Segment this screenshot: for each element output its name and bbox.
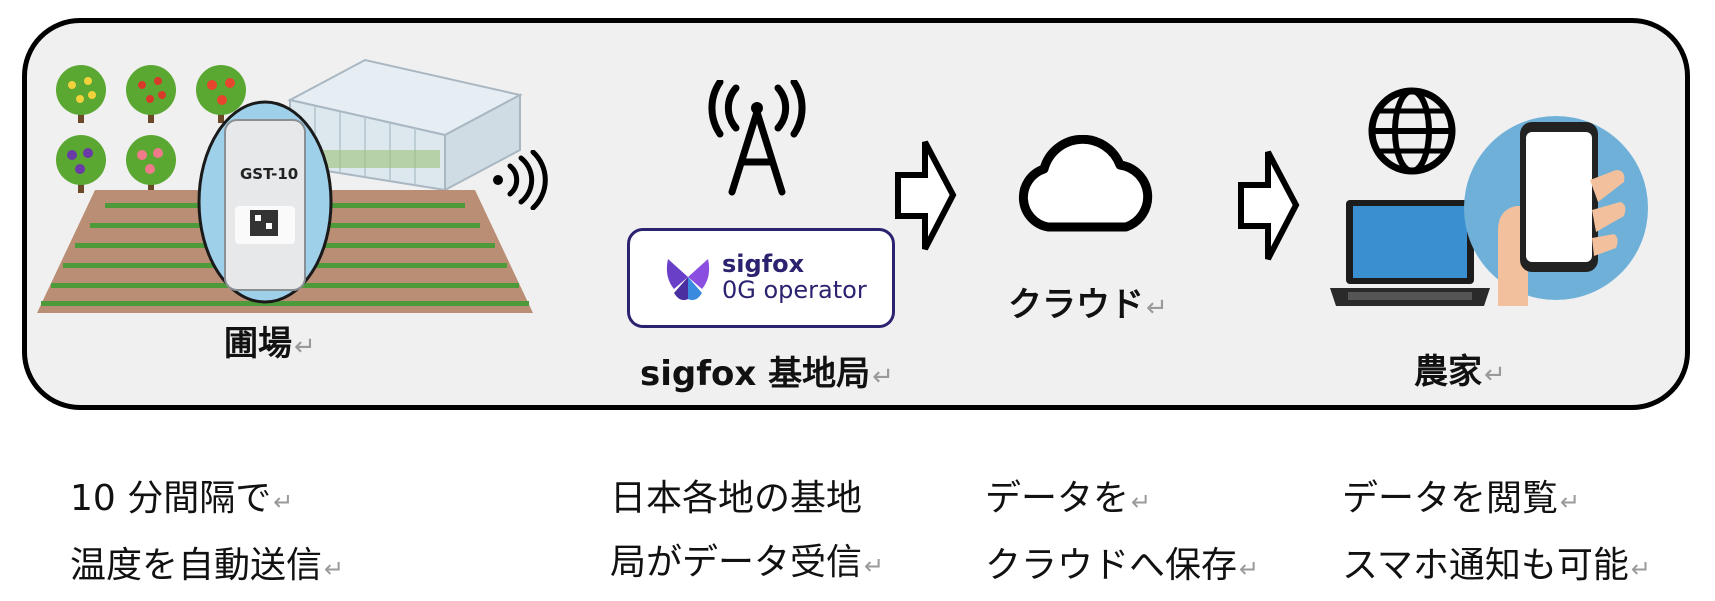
arrow-right-icon — [895, 140, 957, 251]
basestation-description: 日本各地の基地 局がデータ受信↵ — [610, 478, 885, 583]
antenna-tower-icon — [708, 80, 806, 196]
sigfox-logo-icon — [666, 259, 710, 301]
basestation-label: sigfox 基地局↵ — [640, 354, 894, 394]
field-description: 10 分間隔で↵ 温度を自動送信↵ — [70, 478, 345, 586]
signal-waves-icon — [493, 150, 548, 210]
cloud-icon — [1018, 135, 1153, 232]
orchard-trees-icon — [56, 65, 246, 193]
laptop-icon — [1330, 200, 1490, 306]
farmer-label: 農家↵ — [1414, 352, 1506, 392]
cloud-label: クラウド↵ — [1008, 285, 1168, 325]
field-label: 圃場↵ — [224, 324, 316, 364]
farmer-description: データを閲覧↵ スマホ通知も可能↵ — [1342, 478, 1652, 586]
smartphone-hand-icon — [1464, 116, 1648, 306]
sigfox-badge-sub: 0G operator — [722, 276, 867, 304]
globe-icon — [1368, 87, 1456, 175]
sigfox-badge: sigfox 0G operator — [627, 228, 895, 328]
sigfox-badge-name: sigfox — [722, 250, 805, 278]
cloud-description: データを↵ クラウドへ保存↵ — [985, 478, 1260, 586]
device-model: GST-10 — [240, 165, 299, 183]
sensor-device-icon — [197, 100, 333, 304]
arrow-right-icon — [1238, 150, 1300, 261]
